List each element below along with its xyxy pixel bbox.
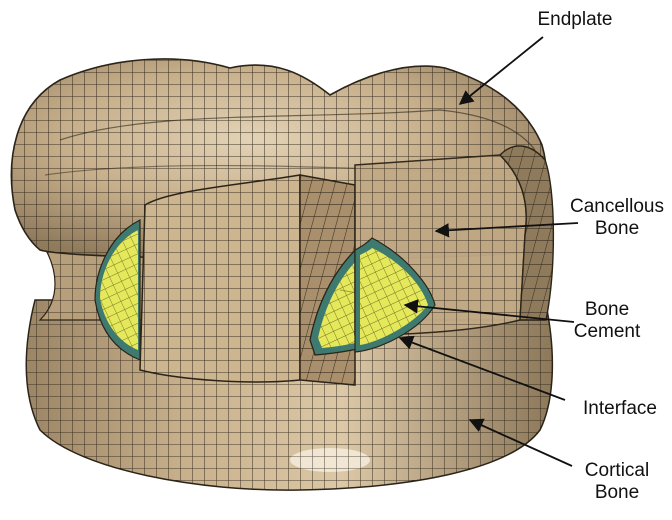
interface-label: Interface (568, 398, 672, 420)
endplate-label: Endplate (530, 9, 620, 31)
cancellous-label-line2: Bone (562, 218, 672, 240)
cortical-label-line2: Bone (570, 482, 664, 504)
bone-cement-label: Bone Cement (562, 299, 652, 343)
cortical-label-line1: Cortical (570, 460, 664, 482)
cement-label-line2: Cement (562, 321, 652, 343)
cement-label-line1: Bone (562, 299, 652, 321)
cancellous-bone-label: Cancellous Bone (562, 196, 672, 240)
cortical-bone-label: Cortical Bone (570, 460, 664, 504)
endplate-arrow (460, 37, 543, 104)
cancellous-label-line1: Cancellous (562, 196, 672, 218)
interface-label-text: Interface (568, 398, 672, 420)
endplate-label-text: Endplate (530, 9, 620, 31)
